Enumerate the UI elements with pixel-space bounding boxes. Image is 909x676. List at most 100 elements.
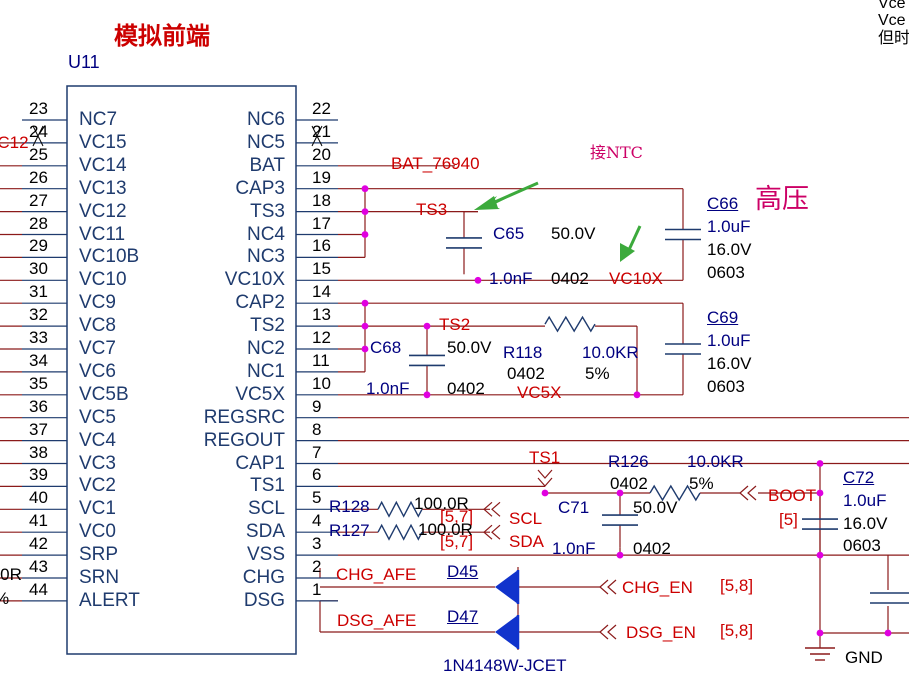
c66-ref: C66 (707, 194, 739, 213)
left-pin-number: 29 (29, 236, 48, 256)
net-sda-ref: [5,7] (440, 532, 474, 551)
left-pin-name: SRN (79, 567, 120, 588)
left-pin-name: NC7 (79, 109, 118, 130)
left-pin-number: 25 (29, 144, 48, 164)
d47-symbol (495, 615, 518, 649)
left-pin-name: VC2 (79, 475, 116, 497)
net-vc10x: VC10X (609, 269, 663, 288)
net-ts1: TS1 (529, 448, 561, 467)
c72-voltage: 16.0V (843, 514, 888, 533)
right-pin-number: 19 (312, 167, 331, 187)
chg-en-port (599, 579, 609, 595)
r118-tol: 5% (585, 364, 610, 383)
r126-tol: 5% (689, 474, 714, 493)
c69-value: 1.0uF (707, 331, 751, 350)
wires (0, 142, 909, 650)
net-dsg-en: DSG_EN (626, 623, 696, 642)
left-pin-name: VC11 (79, 223, 126, 245)
right-pin-name: NC1 (246, 360, 285, 382)
c68-value: 1.0nF (366, 379, 410, 398)
left-pin-name: VC9 (79, 292, 116, 314)
net-boot: BOOT (768, 486, 817, 505)
r127-symbol (377, 523, 423, 541)
c68-voltage: 50.0V (447, 338, 492, 357)
c68-ref: C68 (370, 338, 402, 357)
junction-dot (423, 391, 431, 399)
junction-dot (474, 276, 482, 284)
c69-pkg: 0603 (707, 377, 745, 396)
left-pin-number: 26 (29, 167, 48, 187)
left-pin-name: VC5 (79, 406, 116, 428)
junction-dot (816, 629, 824, 637)
c69-voltage: 16.0V (707, 354, 752, 373)
c71-voltage: 50.0V (633, 498, 678, 517)
high-voltage-note: 高压 (755, 184, 809, 215)
right-pin-name: TS3 (250, 200, 285, 222)
right-pin-name: TS2 (250, 315, 285, 337)
c66-pkg: 0603 (707, 263, 745, 282)
c71-ref: C71 (558, 498, 590, 517)
left-pin-number: 32 (29, 305, 48, 325)
right-pin-name: NC5 (246, 131, 285, 153)
left-pin-name: VC15 (79, 131, 127, 153)
c65-voltage: 50.0V (551, 224, 596, 243)
boot-port (747, 485, 757, 501)
right-pin-name: CAP2 (235, 292, 285, 314)
right-pin-name: CAP1 (235, 452, 285, 474)
left-value-pct: % (0, 590, 9, 607)
ts1-port (537, 477, 553, 487)
net-scl: SCL (509, 509, 543, 528)
d45-ref: D45 (447, 562, 479, 581)
left-pin-number: 39 (29, 465, 48, 485)
left-pin-number: 41 (29, 511, 48, 531)
right-pin-number: 14 (312, 282, 331, 302)
left-pin-number: 44 (29, 579, 48, 599)
net-dsg-afe: DSG_AFE (337, 611, 417, 630)
c72-value: 1.0uF (843, 491, 887, 510)
ic-designator: U11 (68, 52, 100, 72)
left-pin-name: VC12 (79, 200, 127, 222)
left-pin-number: 36 (29, 396, 48, 416)
c68-pkg: 0402 (447, 379, 485, 398)
c72-pkg: 0603 (843, 536, 881, 555)
r126-symbol (649, 484, 701, 502)
c66-voltage: 16.0V (707, 240, 752, 259)
right-pin-number: 8 (312, 419, 322, 439)
left-pin-number: 24 (29, 121, 48, 141)
r118-pkg: 0402 (507, 364, 545, 383)
right-pin-name: BAT (249, 154, 285, 176)
top-right-text-2: Vce (878, 12, 906, 29)
junction-dot (423, 322, 431, 330)
ic-body (66, 85, 297, 655)
left-pin-name: VC5B (79, 383, 129, 405)
c65-pkg: 0402 (551, 269, 589, 288)
net-dsg-ref: [5,8] (720, 621, 754, 640)
annotation-arrow-vc10x-head (620, 243, 635, 262)
left-pin-number: 34 (29, 350, 48, 370)
r126-value: 10.0KR (687, 452, 744, 471)
boot-port (739, 485, 749, 501)
r128-ref: R128 (329, 497, 370, 516)
left-pin-number: 31 (29, 282, 48, 302)
left-pin-name: VC4 (79, 429, 116, 451)
net-chg-afe: CHG_AFE (336, 565, 417, 584)
right-pin-name: REGSRC (203, 406, 285, 428)
pin-lines (22, 119, 338, 602)
net-chg-ref: [5,8] (720, 576, 754, 595)
c69-ref: C69 (707, 308, 739, 327)
left-pin-name: ALERT (79, 589, 140, 611)
r118-symbol (544, 315, 596, 333)
left-pin-name: VC0 (79, 521, 116, 543)
left-value-0r: 0.0R (0, 565, 22, 584)
right-pin-number: 4 (312, 511, 322, 531)
right-pin-number: 21 (312, 121, 331, 141)
annotation-arrow-vc10x (626, 225, 642, 253)
junction-dot (361, 299, 369, 307)
dsg-en-port (599, 624, 609, 640)
junction-dot (541, 489, 549, 497)
left-pin-number: 28 (29, 213, 48, 233)
right-pin-number: 9 (312, 396, 322, 416)
c65-value: 1.0nF (489, 269, 533, 288)
junction-dot (816, 489, 824, 497)
